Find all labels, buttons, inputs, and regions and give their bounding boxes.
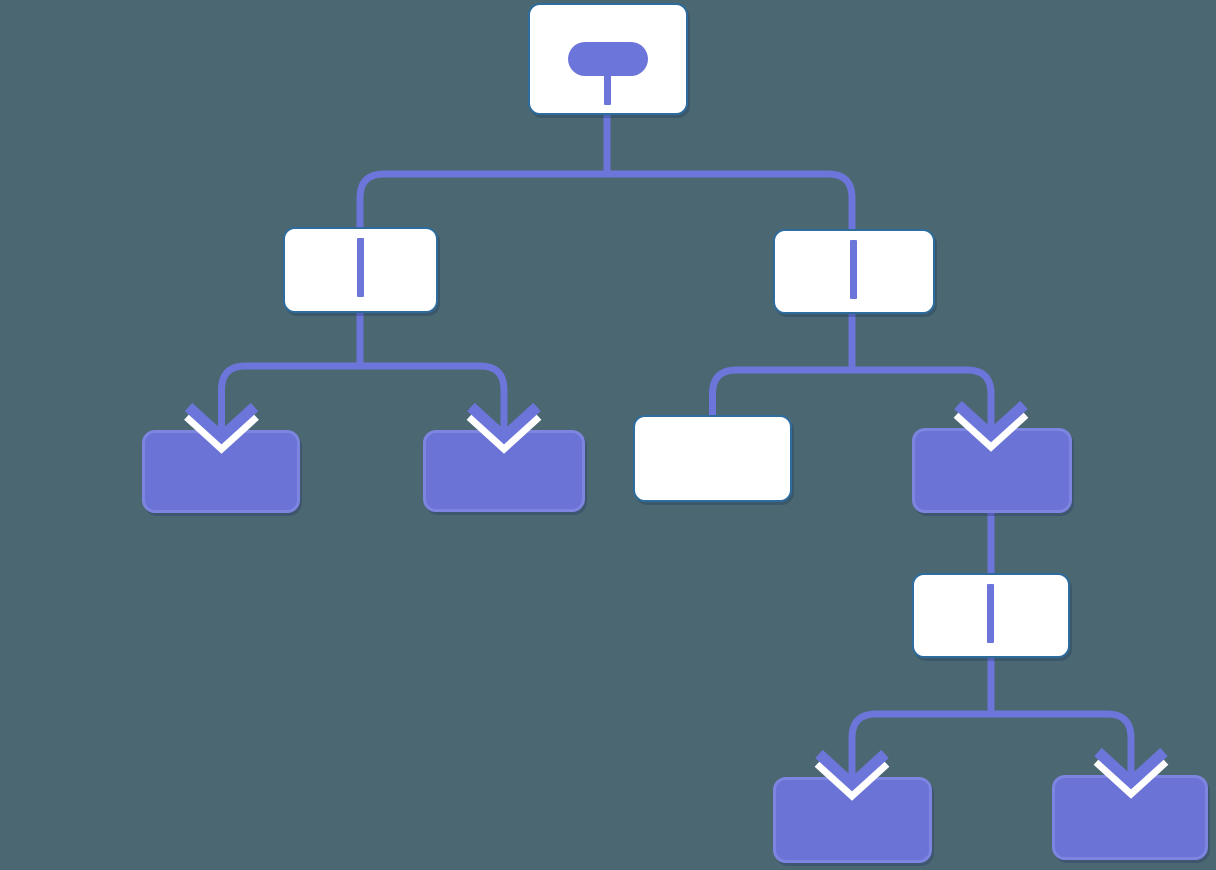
connector-right-to-leaf3 [852,366,995,435]
node-branch-left[interactable] [283,227,438,313]
pass-through-bar [850,239,857,299]
connector-root-to-left [356,170,607,228]
connector-branch-to-leaf4 [848,710,991,784]
connector-left-to-leaf1 [218,362,360,437]
node-leaf-1[interactable] [142,430,300,513]
pass-through-bar [356,237,364,297]
node-plain-1[interactable] [633,415,792,502]
pass-through-bar [987,583,994,643]
connector-root-to-right [607,170,856,230]
connector-branch-to-leaf5 [991,710,1135,782]
node-branch-bottom[interactable] [912,573,1070,658]
node-leaf-4[interactable] [773,777,932,863]
node-leaf-3[interactable] [912,428,1072,513]
connector-right-to-plain [709,366,852,417]
node-leaf-5[interactable] [1052,775,1208,860]
node-branch-right[interactable] [773,229,935,314]
node-root[interactable] [528,3,688,115]
node-leaf-2[interactable] [423,430,585,512]
root-pill-icon [567,41,648,76]
connector-left-to-leaf2 [360,362,508,437]
root-pill-stem [604,73,611,105]
